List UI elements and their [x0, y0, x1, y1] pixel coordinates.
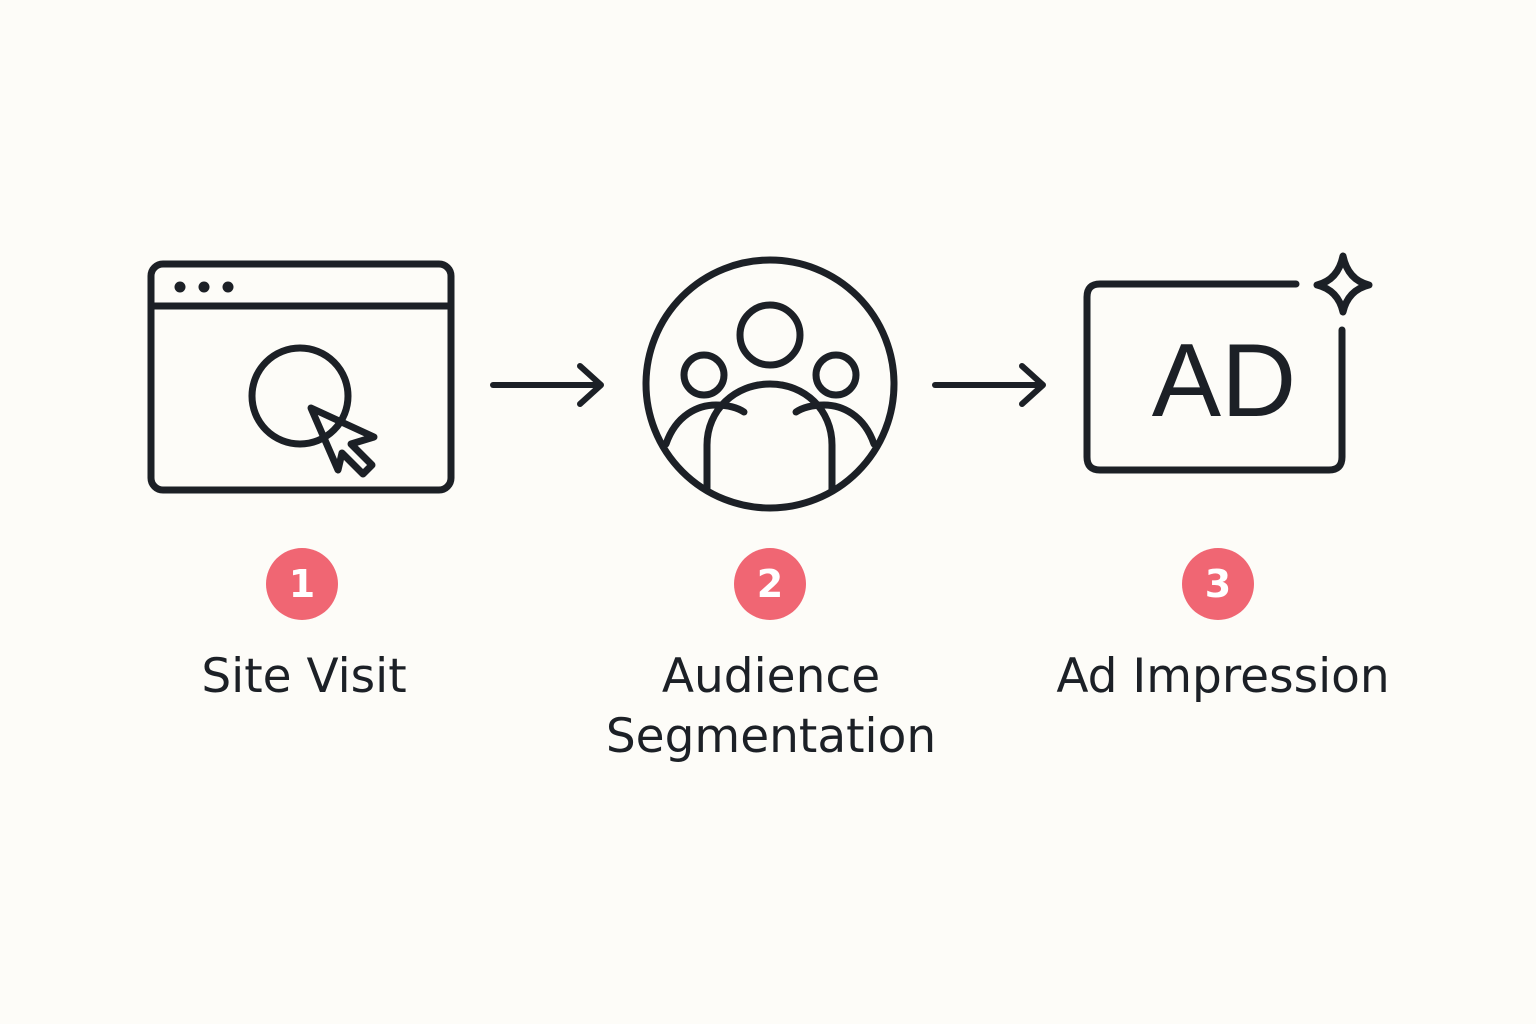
step-label: Site Visit: [104, 647, 504, 707]
step-number-badge: 1: [266, 548, 338, 620]
ad-icon-text: AD: [1152, 323, 1296, 439]
step-label: Ad Impression: [1013, 647, 1433, 707]
step-number: 1: [288, 562, 316, 606]
step-number-badge: 2: [734, 548, 806, 620]
step-label: Audience Segmentation: [566, 647, 976, 767]
right-arrow-icon: [486, 360, 611, 414]
browser-click-icon: [140, 255, 470, 505]
ad-sparkle-icon: AD: [1078, 245, 1383, 485]
right-arrow-icon: [928, 360, 1053, 414]
step-label-line: Audience: [661, 649, 881, 704]
step-label-line: Ad Impression: [1056, 649, 1390, 704]
audience-group-icon: [640, 255, 902, 517]
step-number-badge: 3: [1182, 548, 1254, 620]
step-label-line: Site Visit: [201, 649, 407, 704]
step-number: 2: [756, 562, 784, 606]
step-label-line: Segmentation: [605, 709, 937, 764]
step-number: 3: [1204, 562, 1232, 606]
